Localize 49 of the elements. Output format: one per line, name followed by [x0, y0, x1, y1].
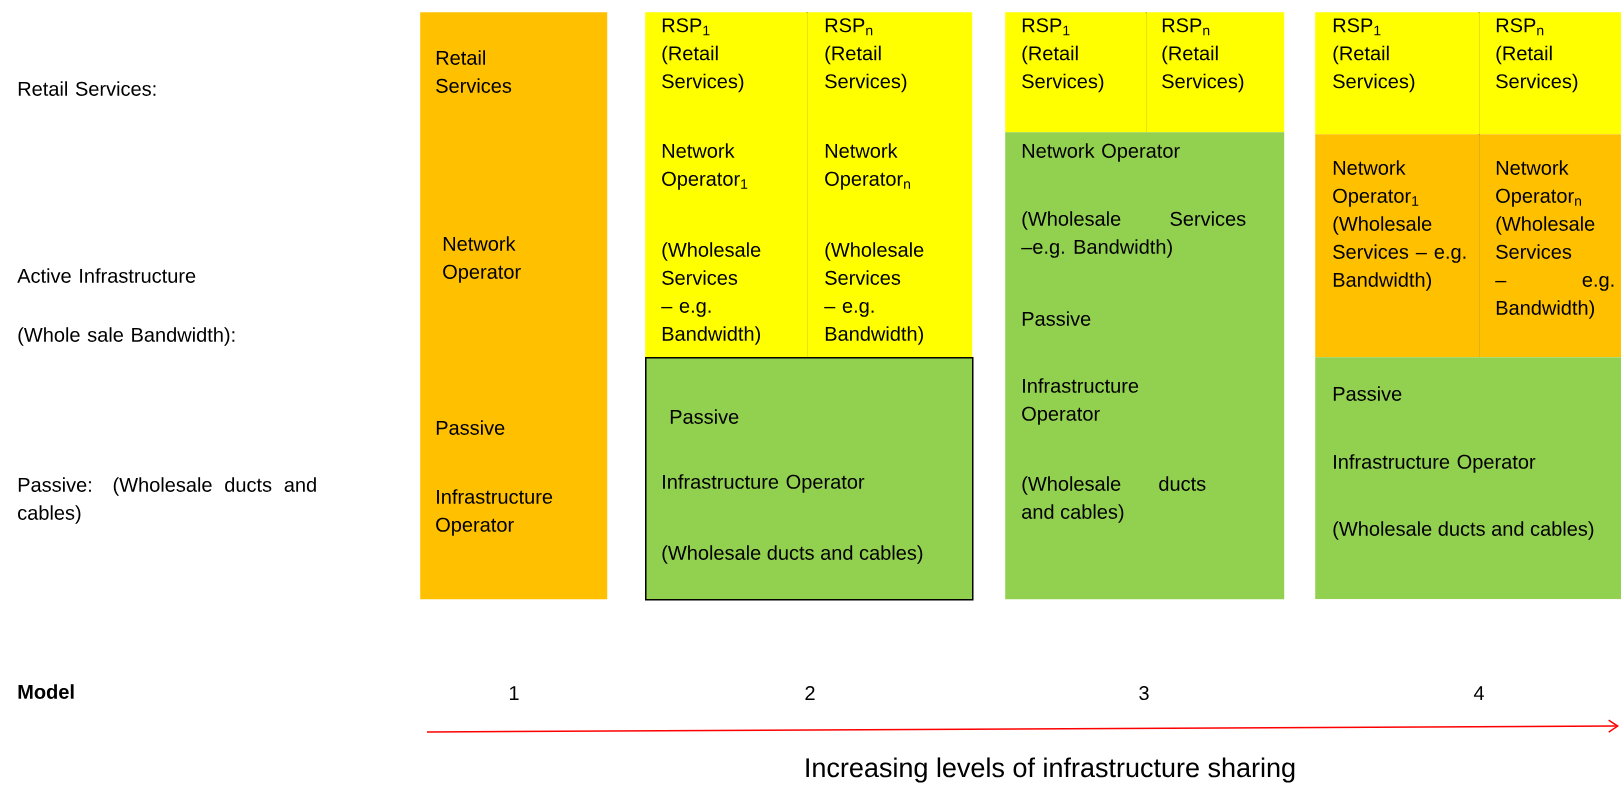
- box-label: Network Operator: [443, 236, 521, 283]
- label: (Whole sale Bandwidth):: [18, 327, 235, 346]
- label: Passive: (Wholesale ducts and cables): [18, 477, 316, 524]
- box-label: Passive: [1022, 311, 1091, 326]
- box-label: RSP$_{1}$ (Retail Services): [1333, 18, 1415, 93]
- box-label: Network Operator$_{n}$: [825, 143, 910, 190]
- box-label: RSP$_{n}$ (Retail Services): [1162, 18, 1244, 93]
- box-label: Infrastructure Operator: [1334, 454, 1536, 473]
- model-box: [807, 12, 973, 358]
- model-box: [1479, 134, 1621, 358]
- box-label: (Wholesale Services – e.g. Bandwidth): [824, 242, 924, 345]
- model-box: [1005, 12, 1147, 133]
- box-label: Passive: [1333, 386, 1402, 401]
- model-box: [645, 12, 808, 358]
- box-label: RSP$_{n}$ (Retail Services): [1496, 18, 1578, 93]
- label: Model: [18, 684, 74, 699]
- box-label: (Wholesale Services – e.g. Bandwidth): [661, 242, 761, 345]
- box-label: Passive: [670, 409, 739, 424]
- box-label: Network Operator$_{1}$ (Wholesale Services – e.g. Bandwidth): [1333, 160, 1466, 291]
- box-label: RSP$_{1}$ (Retail Services): [662, 18, 744, 93]
- label: Retail Services:: [18, 81, 156, 96]
- box-label: Retail Services: [436, 50, 512, 93]
- model-box: [1146, 12, 1285, 133]
- model-box: [1315, 357, 1621, 600]
- box-label: Network Operator$_{1}$: [662, 143, 748, 190]
- box-label: (Wholesale ducts and cables): [1333, 521, 1594, 540]
- box-label: RSP$_{1}$ (Retail Services): [1022, 18, 1104, 93]
- box-label: Infrastructure Operator: [663, 474, 865, 493]
- box-label: Network Operator: [1022, 143, 1180, 162]
- box-label: Network Operator$_{n}$ (Wholesale Services – e.g. Bandwidth): [1495, 160, 1614, 319]
- box-label: (Wholesale ducts and cables): [662, 545, 923, 564]
- model-box: [1005, 132, 1285, 600]
- model-box: [645, 357, 974, 601]
- label: Active Infrastructure: [17, 268, 196, 283]
- label: 4: [1473, 686, 1484, 700]
- model-box: [420, 12, 608, 600]
- model-box: [1315, 12, 1480, 135]
- box-label: (Wholesale Services –e.g. Bandwidth): [1021, 211, 1246, 258]
- model-box: [1479, 12, 1621, 135]
- label: 1: [509, 686, 519, 700]
- box-label: RSP$_{n}$ (Retail Services): [825, 18, 907, 93]
- box-label: Infrastructure Operator: [1022, 378, 1139, 425]
- label: Increasing levels of infrastructure sharing: [806, 757, 1295, 783]
- label: 2: [805, 686, 815, 700]
- label: 3: [1139, 685, 1149, 701]
- box-label: Infrastructure Operator: [436, 489, 553, 536]
- box-label: (Wholesale ducts and cables): [1022, 476, 1206, 523]
- model-box: [1315, 134, 1480, 358]
- box-label: Passive: [436, 420, 505, 435]
